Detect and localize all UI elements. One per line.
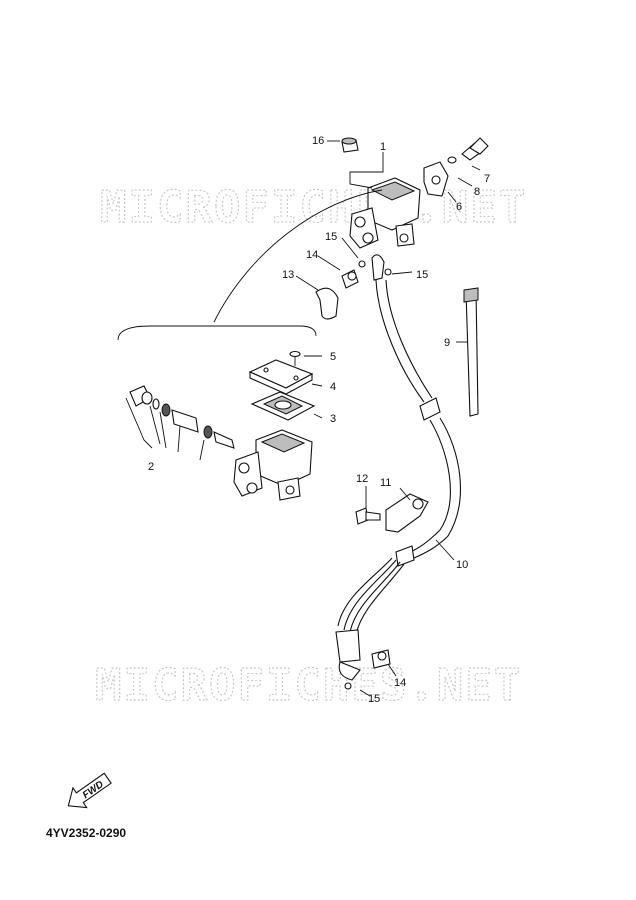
callout-5: 5 <box>330 351 336 363</box>
master-cylinder-body-exploded <box>233 429 313 501</box>
callout-3: 3 <box>330 413 336 425</box>
banjo-bolt-part-14-top <box>341 269 359 289</box>
callout-13: 13 <box>282 269 294 281</box>
exploded-view-bracket <box>117 325 317 341</box>
bolt-part-12 <box>355 507 381 525</box>
boot-part-13 <box>315 287 339 320</box>
callout-15-bottom: 15 <box>368 693 380 705</box>
fwd-arrow-icon: FWD <box>67 772 112 809</box>
cap-part-16 <box>341 137 359 153</box>
watermark-top: MICROFICHES.NET <box>100 182 527 233</box>
callout-1: 1 <box>380 141 386 153</box>
bolt-part-7 <box>461 137 489 161</box>
watermark-bottom: MICROFICHES.NET <box>95 660 522 711</box>
bracket-part-11 <box>385 493 429 533</box>
callout-leaders <box>295 140 481 697</box>
diaphragm-part-3 <box>250 391 316 421</box>
callout-14-bottom: 14 <box>394 677 406 689</box>
callout-15-top-a: 15 <box>325 231 337 243</box>
washer-part-15-top-b <box>384 268 392 276</box>
callout-12: 12 <box>356 473 368 485</box>
diagram-code: 4YV2352-0290 <box>46 826 127 840</box>
washer-part-15-top-a <box>358 260 366 268</box>
brake-hose-part-10 <box>335 254 461 681</box>
washer-part-8 <box>447 156 457 164</box>
callout-8: 8 <box>474 186 480 198</box>
washer-part-15-bottom <box>344 682 352 690</box>
master-cylinder-assembly <box>349 177 421 249</box>
callout-16: 16 <box>312 135 324 147</box>
clamp-part-6 <box>423 161 449 197</box>
screw-part-5 <box>289 350 301 366</box>
cover-part-4 <box>248 359 314 395</box>
cable-tie-part-9 <box>463 287 479 417</box>
callout-14-top: 14 <box>306 249 318 261</box>
callout-15-top-b: 15 <box>416 269 428 281</box>
piston-kit-part-2 <box>125 385 235 461</box>
callout-2: 2 <box>148 461 154 473</box>
callout-9: 9 <box>444 337 450 349</box>
callout-4: 4 <box>330 381 336 393</box>
callout-11: 11 <box>380 477 391 489</box>
banjo-bolt-part-14-bottom <box>371 649 391 669</box>
exploded-view-leader <box>213 189 383 323</box>
callout-7: 7 <box>484 173 490 185</box>
callout-10: 10 <box>456 559 468 571</box>
callout-6: 6 <box>456 201 462 213</box>
